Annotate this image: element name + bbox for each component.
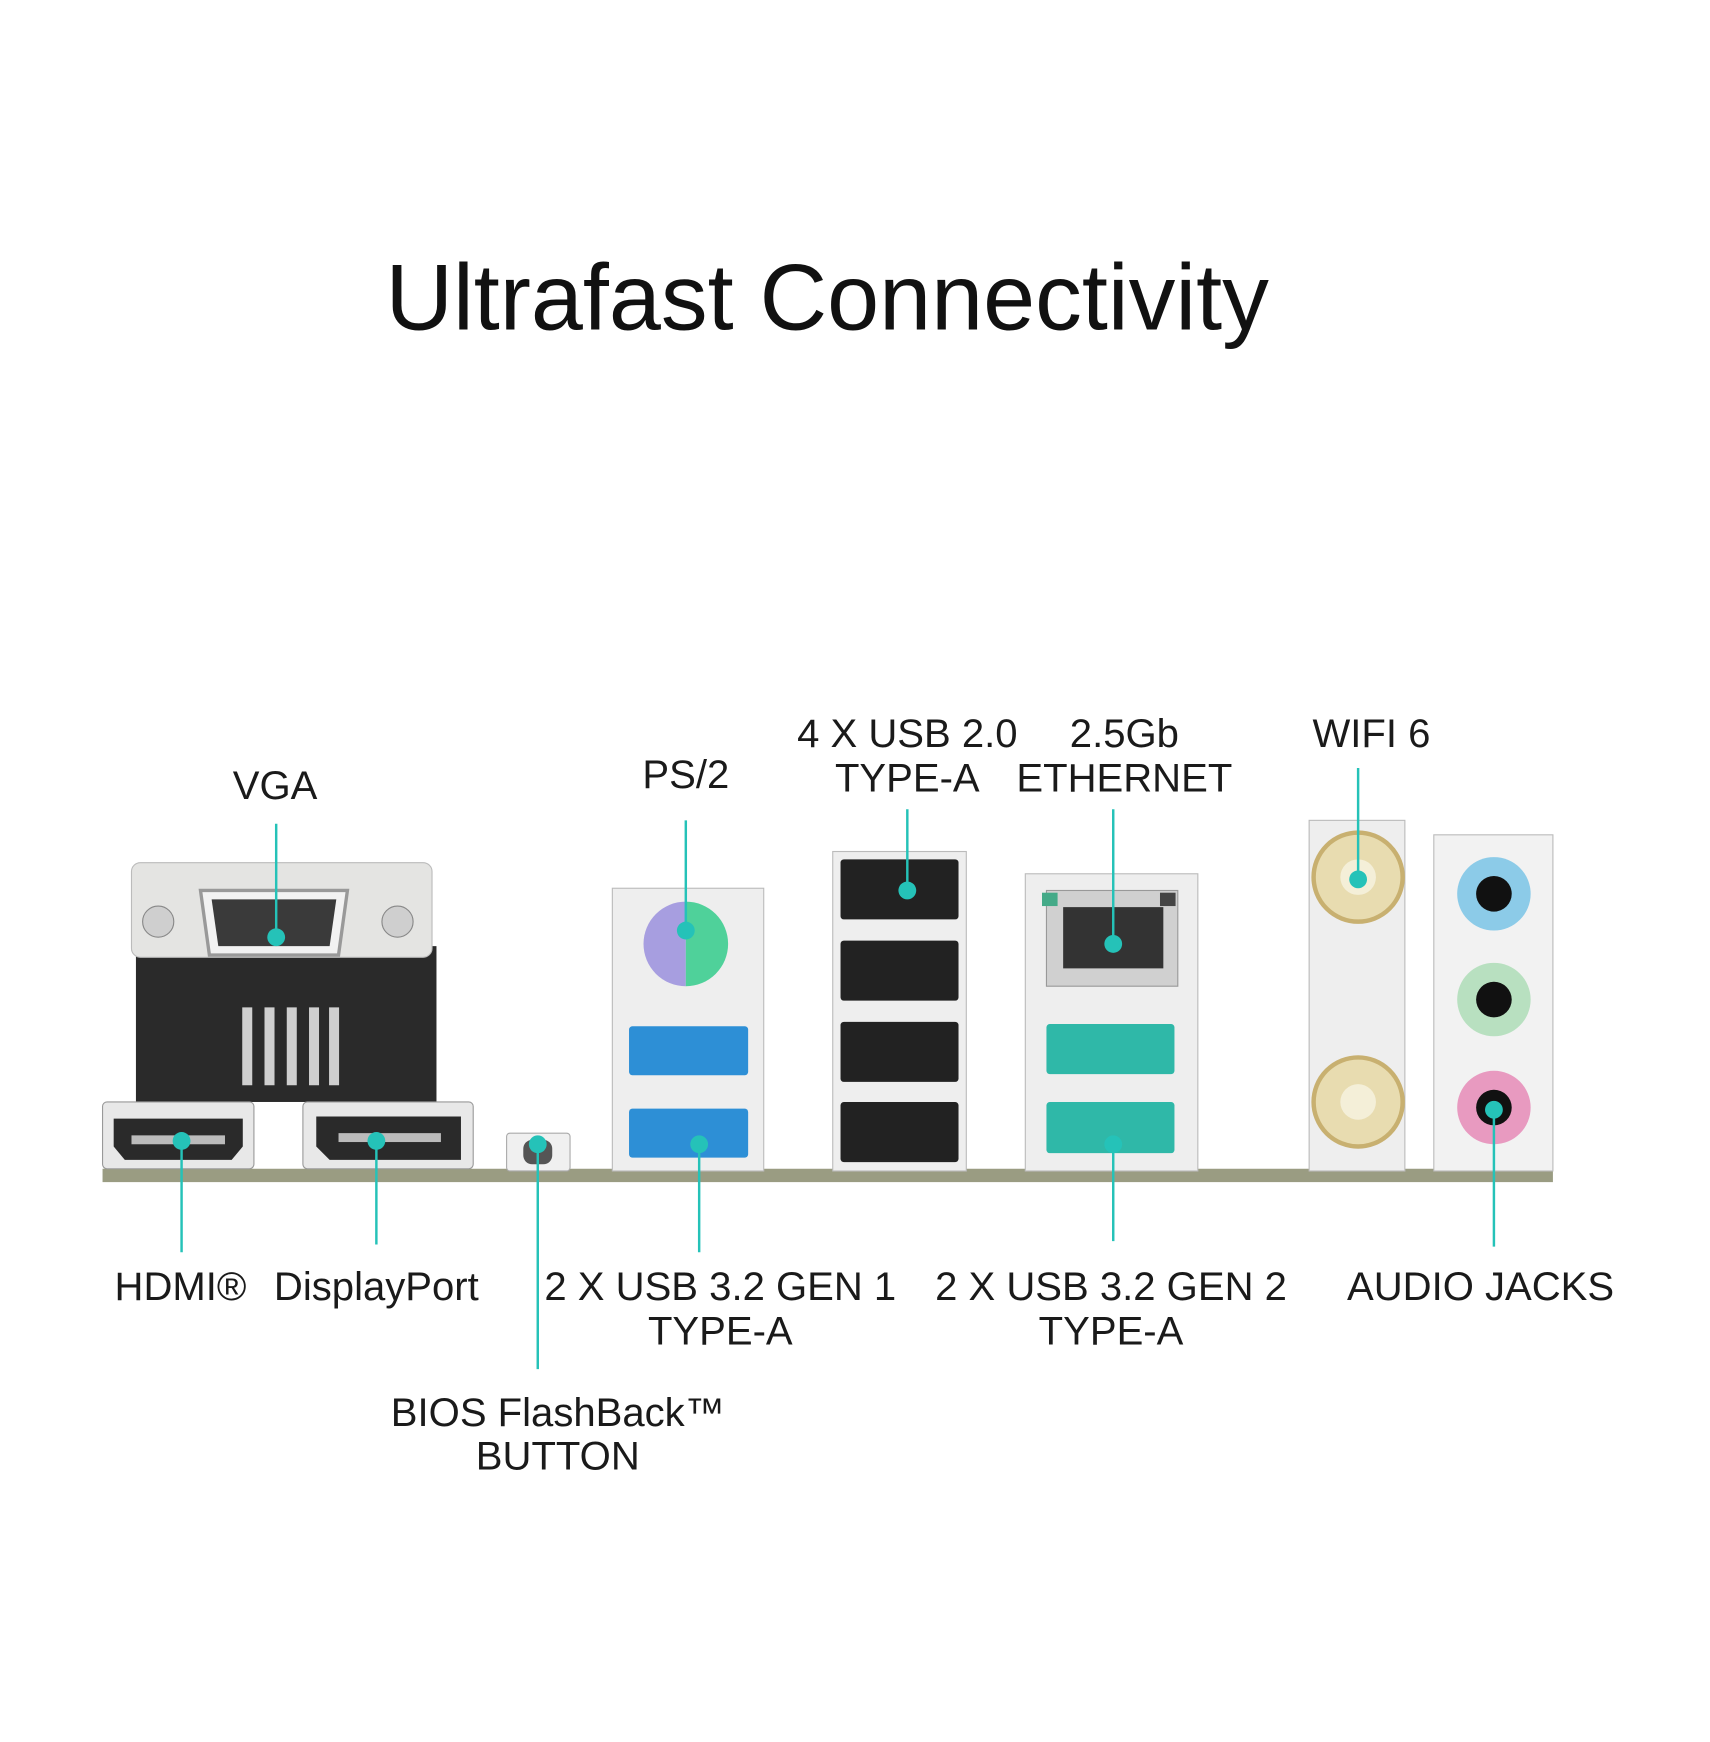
label-usb-gen2-line2: TYPE-A	[1039, 1310, 1184, 1354]
wifi-antenna-connectors	[1308, 819, 1406, 1172]
label-bios-line2: BUTTON	[476, 1434, 640, 1478]
usb3-gen2-port	[1046, 1101, 1175, 1154]
label-hdmi: HDMI®	[115, 1265, 247, 1309]
label-ps2: PS/2	[642, 753, 729, 797]
usb3-gen2-port	[1046, 1024, 1175, 1075]
usb3-gen1-port	[629, 1108, 749, 1158]
ethernet-usb-block	[1024, 873, 1199, 1172]
label-usb-gen1-line2: TYPE-A	[648, 1310, 793, 1354]
label-vga: VGA	[233, 764, 318, 808]
label-usb-gen1-line1: 2 X USB 3.2 GEN 1	[544, 1265, 896, 1309]
vga-port	[130, 862, 437, 1102]
usb3-gen1-port	[629, 1026, 749, 1076]
leader-lines	[172, 768, 1503, 1370]
usb20-stack	[832, 850, 967, 1172]
label-usb-gen2-line1: 2 X USB 3.2 GEN 2	[935, 1265, 1287, 1309]
motherboard-edge	[102, 1168, 1553, 1183]
label-displayport: DisplayPort	[274, 1265, 479, 1309]
label-usb20-line2: TYPE-A	[835, 756, 980, 800]
label-bios-line1: BIOS FlashBack™	[391, 1391, 725, 1435]
label-wifi: WIFI 6	[1312, 712, 1430, 756]
displayport-port	[302, 1101, 474, 1170]
page-title: Ultrafast Connectivity	[385, 244, 1269, 349]
label-ethernet-line2: ETHERNET	[1016, 756, 1232, 800]
label-usb20-line1: 4 X USB 2.0	[797, 712, 1017, 756]
label-audio: AUDIO JACKS	[1347, 1265, 1614, 1309]
ps2-usb-block	[611, 887, 765, 1172]
label-ethernet-line1: 2.5Gb	[1070, 712, 1179, 756]
